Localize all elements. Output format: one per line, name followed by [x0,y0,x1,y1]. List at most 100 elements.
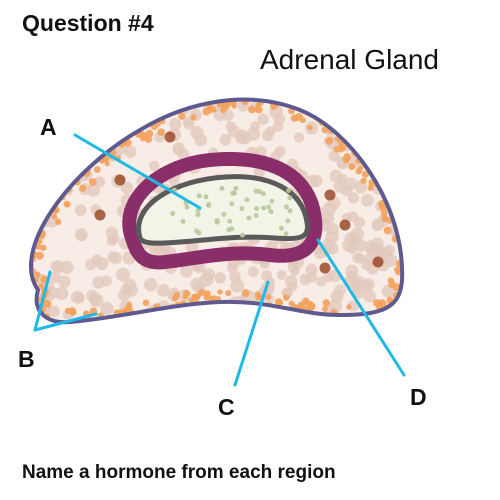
outer-zone-cell [226,304,235,313]
outer-zone-cell [138,110,145,117]
cortex-cell [356,137,368,150]
medulla-cell [244,197,250,203]
outer-zone-cell [157,128,166,136]
cortex-cell [190,125,204,139]
cortex-cell [359,109,373,123]
cortex-cell [86,289,98,302]
cortex-cell [342,238,356,252]
outer-zone-cell [173,292,180,299]
medulla-cell [286,187,292,193]
outer-zone-cell [64,201,71,208]
cortex-cell [310,174,323,187]
outer-zone-cell [383,312,389,318]
outer-zone-cell [35,251,44,260]
cortex-cell [77,145,89,158]
cortex-cell [383,244,395,256]
cortex-cell [332,108,344,120]
outer-zone-cell [322,306,328,313]
medulla-cell [253,188,259,194]
dark-cell [339,219,351,231]
medulla-cell [260,191,266,197]
cortex-cell [284,275,298,288]
cortex-cell [214,271,227,284]
cortex-cell [82,123,95,136]
outer-zone-cell [361,170,369,178]
cortex-cell [143,278,158,292]
outer-zone-cell [346,129,353,137]
cortex-cell [77,142,91,156]
outer-zone-cell [182,310,188,316]
medulla-cell [170,210,176,216]
outer-zone-cell [306,300,314,309]
outer-zone-cell [409,267,417,275]
cortex-cell [95,115,107,127]
cortex-cell [388,192,401,206]
cortex-cell [392,107,403,119]
cortex-cell [273,113,286,125]
cortex-cell [257,113,269,125]
cortex-cell [64,121,78,135]
outer-zone-cell [403,244,408,249]
cortex-cell [377,107,388,119]
outer-zone-cell [212,304,220,312]
cortex-cell [371,218,385,232]
capsule-outline [29,97,405,325]
outer-zone-cell [114,319,122,323]
cortex-cell [109,233,120,245]
cortex-cell [363,110,377,124]
medulla-cell [196,193,202,199]
cortex-cell [348,126,361,139]
outer-zone-cell [39,244,47,252]
cortex-cell [276,269,287,280]
outer-zone-cell [320,109,329,118]
outer-zone-cell [138,119,146,126]
medulla-cell [226,227,232,233]
outer-zone-cell [198,307,205,314]
outer-zone-cell [400,307,403,315]
cortex-cell [377,114,389,126]
pointer-lines [33,133,406,387]
cortex-cell [104,103,117,117]
cortex-cell [89,110,102,123]
cortex-cell [47,187,59,199]
medulla-cell [278,225,284,231]
medulla-cell [253,212,259,218]
outer-zone-cell [325,315,334,323]
cortex-cell [227,262,238,274]
cortex-cell [60,260,74,274]
outer-zone-cell [290,114,299,122]
cortex-cell [378,120,390,132]
outer-zone-cell [375,171,382,178]
outer-zone-cell [287,99,296,103]
cortex-cell [107,106,118,118]
outer-zone-cell [88,178,97,187]
medulla-cell [214,219,220,225]
outer-zone-cell [225,289,232,297]
cortex-cell [218,303,229,315]
cortex-cell [219,133,232,146]
outer-zone-cell [40,275,48,284]
medulla-cell [269,198,275,204]
cortex-cell [107,251,119,263]
outer-zone-cell [190,310,197,317]
outer-zone-cell [246,306,255,315]
outer-zone-cell [162,316,168,322]
outer-zone-cell [255,102,261,108]
outer-zone-cell [43,299,52,308]
outer-zone-cell [403,234,410,241]
outer-zone-cell [188,297,196,304]
outer-zone-cell [107,133,114,140]
label-b: B [18,346,35,372]
outer-zone-cell [150,315,158,323]
outer-zone-cell [30,307,37,314]
cortex-cell [325,229,339,244]
cortex-cell [70,290,85,304]
cortex-cell [38,182,51,195]
cortex-cell [55,286,69,301]
cortex-cell [74,204,87,217]
cortex-cell [354,180,368,194]
outer-zone-cell [346,304,352,310]
cortex-cell [100,275,113,287]
cortex-cell [70,109,82,120]
outer-zone-cell [406,250,412,256]
